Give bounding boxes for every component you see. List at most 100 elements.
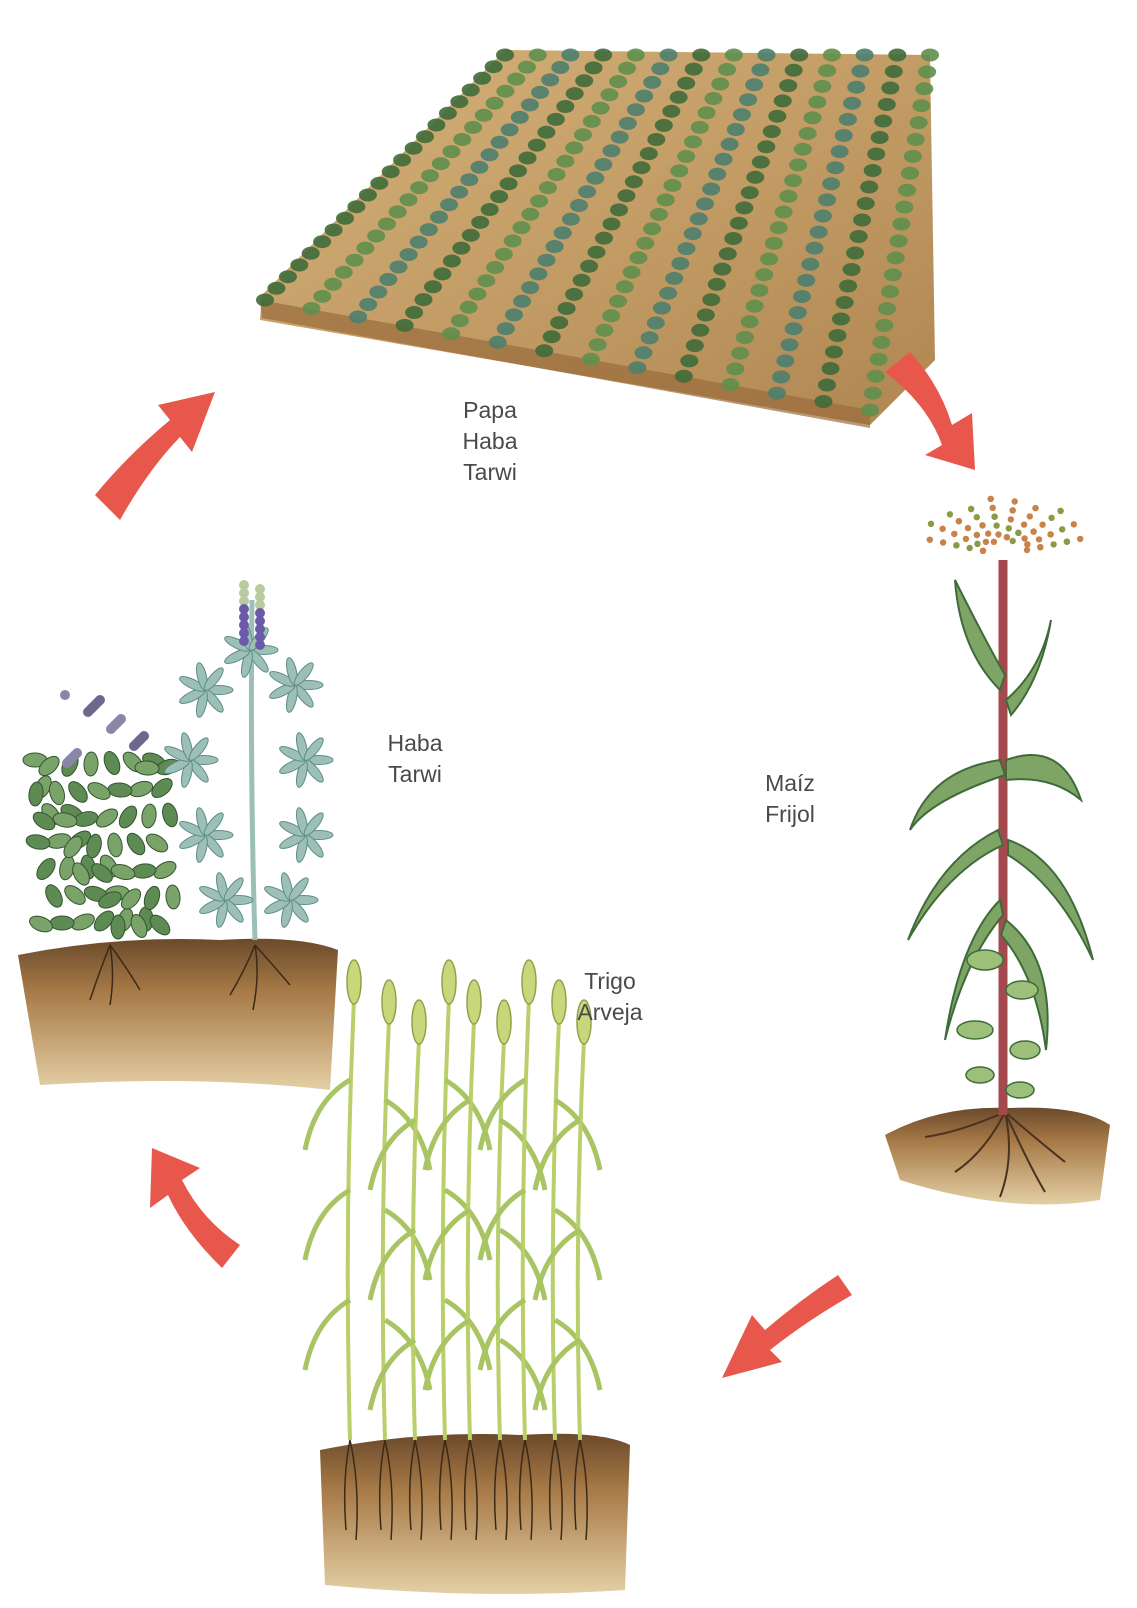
field-plant-clump [872, 336, 890, 349]
field-plant-clump [432, 157, 450, 170]
tassel-grain [1037, 544, 1043, 550]
field-plant-clump [793, 290, 811, 303]
field-plant-clump [541, 73, 559, 86]
field-plant-clump [529, 49, 547, 62]
field-plant-clump [548, 168, 566, 181]
wheat-leaf [370, 1340, 415, 1410]
field-plant-clump [578, 185, 596, 198]
field-plant-clump [504, 234, 522, 247]
field-plant-clump [755, 268, 773, 281]
lupine-flower [239, 636, 249, 646]
field-plant-clump [505, 308, 523, 321]
field-plant-clump [678, 242, 696, 255]
arrow-wheat-to-legumes [150, 1148, 240, 1268]
faba-leaf [106, 832, 124, 858]
field-plant-clump [547, 113, 565, 126]
tassel-grain [939, 526, 945, 532]
tassel-grain [980, 548, 986, 554]
field-plant-clump [789, 158, 807, 171]
field-plant-clump [831, 145, 849, 158]
field-plant-clump [739, 93, 757, 106]
field-plant-clump [765, 237, 783, 250]
wheat-leaf [305, 1300, 350, 1370]
field-plant-clump [464, 121, 482, 134]
faba-leaf [111, 915, 125, 939]
faba-leaf [61, 882, 88, 908]
field-plant-clump [573, 274, 591, 287]
field-plant-clump [670, 164, 688, 177]
faba-leaf [124, 830, 149, 858]
tassel-grain [993, 522, 999, 528]
faba-leaf [116, 803, 140, 831]
tassel-grain [990, 505, 996, 511]
field-plant-clump [726, 362, 744, 375]
tassel-grain [974, 514, 980, 520]
field-plant-clump [481, 148, 499, 161]
wheat-head [382, 980, 396, 1024]
wheat-head [442, 960, 456, 1004]
field-plant-clump [509, 164, 527, 177]
field-plant-clump [912, 99, 930, 112]
field-plant-clump [745, 78, 763, 91]
field-plant-clump [583, 115, 601, 128]
field-plant-clump [575, 74, 593, 87]
field-plant-clump [279, 270, 297, 283]
field-plant-clump [415, 293, 433, 306]
field-plant-clump [702, 293, 720, 306]
field-plant-clump [589, 338, 607, 351]
wheat-head [497, 1000, 511, 1044]
field-plant-clump [870, 353, 888, 366]
faba-leaf [85, 779, 113, 803]
wheat-leaf [425, 1210, 470, 1280]
field-plant-clump [641, 331, 659, 344]
field-plant-clump [471, 216, 489, 229]
field-plant-clump [574, 128, 592, 141]
field-plant-clump [810, 226, 828, 239]
wheat-stem [553, 1020, 559, 1440]
wheat-head [412, 1000, 426, 1044]
faba-bean-plant [23, 690, 182, 940]
field-plant-clump [313, 235, 331, 248]
field-plant-clump [757, 140, 775, 153]
tassel-grain [967, 545, 973, 551]
faba-flower [95, 695, 105, 705]
field-plant-clump [349, 310, 367, 323]
field-plant-clump [393, 154, 411, 167]
wheat-leaf [370, 1230, 415, 1300]
field-plant-clump [832, 313, 850, 326]
field-plant-clump [781, 338, 799, 351]
tassel-grain [979, 522, 985, 528]
field-plant-clump [887, 251, 905, 264]
arrow-legumes-to-field [95, 392, 215, 520]
wheat-leaf [370, 1120, 415, 1190]
field-plant-clump [580, 260, 598, 273]
field-plant-clump [521, 281, 539, 294]
field-plant-clump [691, 324, 709, 337]
wheat-leaf [425, 1320, 470, 1390]
field-plant-clump [416, 130, 434, 143]
field-plant-clump [635, 346, 653, 359]
field-plant-clump [325, 224, 343, 237]
tassel-grain [1077, 536, 1083, 542]
tassel-grain [1032, 505, 1038, 511]
field-plant-clump [662, 105, 680, 118]
field-plant-clump [497, 322, 515, 335]
tassel-grain [1021, 521, 1027, 527]
field-plant-clump [785, 322, 803, 335]
tassel-grain [1047, 531, 1053, 537]
field-plant-clump [290, 259, 308, 272]
field-plant-clump [356, 242, 374, 255]
field-plant-clump [481, 203, 499, 216]
field-plant-clump [818, 379, 836, 392]
faba-leaf [131, 863, 157, 880]
field-crop-3: Tarwi [445, 457, 535, 488]
field-plant-clump [818, 64, 836, 77]
field-plant-clump [603, 218, 621, 231]
field-plant-clump [389, 205, 407, 218]
field-plant-clump [518, 61, 536, 74]
field-plant-clump [881, 285, 899, 298]
field-plant-clump [595, 232, 613, 245]
maize-illustration [885, 496, 1110, 1205]
field-plant-clump [588, 246, 606, 259]
tassel-grain [1059, 526, 1065, 532]
